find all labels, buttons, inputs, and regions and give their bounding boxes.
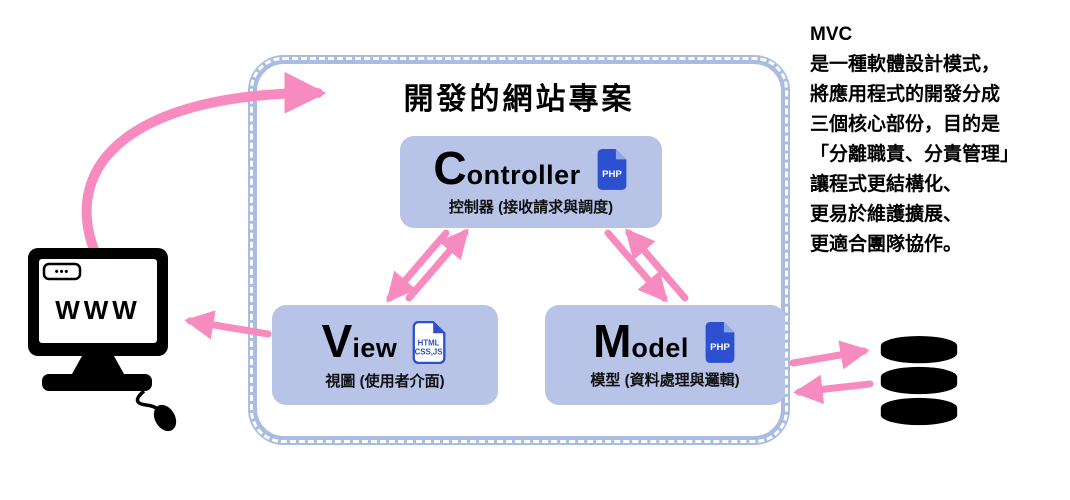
description-line: 讓程式更結構化、 [810,174,963,195]
frame-title: 開發的網站專案 [403,83,635,116]
database-icon [880,336,958,426]
description-line: 更適合團隊協作。 [810,234,963,255]
browser-tab [42,262,82,281]
description-line: 是一種軟體設計模式， [810,54,1001,75]
description-line: 三個核心部份，目的是 [810,114,1001,135]
html-icon-label-1: HTML [418,338,440,347]
model-name-rest: odel [631,332,689,363]
php-file-icon: PHP [597,148,627,190]
html-icon-label-2: CSS,JS [415,347,443,356]
view-subtitle: 視圖 (使用者介面) [325,372,445,390]
php-icon-label: PHP [710,342,730,353]
php-file-icon: PHP [705,321,735,363]
view-initial: V [321,314,353,367]
browser-screen-text: WWW [55,295,141,325]
controller-name-rest: ontroller [466,159,581,190]
description-line: 「分離職責、分責管理」 [810,144,1020,165]
controller-subtitle: 控制器 (接收請求與調度) [448,198,614,216]
model-subtitle: 模型 (資料處理與邏輯) [590,371,740,389]
description-line: 將應用程式的開發分成 [810,84,1001,105]
description-line: 更易於維護擴展、 [810,204,963,225]
computer-icon: ••• WWW [28,248,177,432]
mouse-icon [153,404,177,432]
view-name-rest: iew [352,332,398,363]
html-file-icon: HTML CSS,JS [412,320,446,364]
controller-initial: C [433,141,467,194]
model-initial: M [593,314,632,367]
php-icon-label: PHP [602,169,622,180]
browser-dots: ••• [55,266,70,278]
arrow-model-to-database [789,340,870,370]
mvc-description: MVC 是一種軟體設計模式， 將應用程式的開發分成 三個核心部份，目的是 「分離… [810,20,1068,260]
description-title: MVC [810,24,853,45]
arrow-database-to-model [793,374,874,404]
